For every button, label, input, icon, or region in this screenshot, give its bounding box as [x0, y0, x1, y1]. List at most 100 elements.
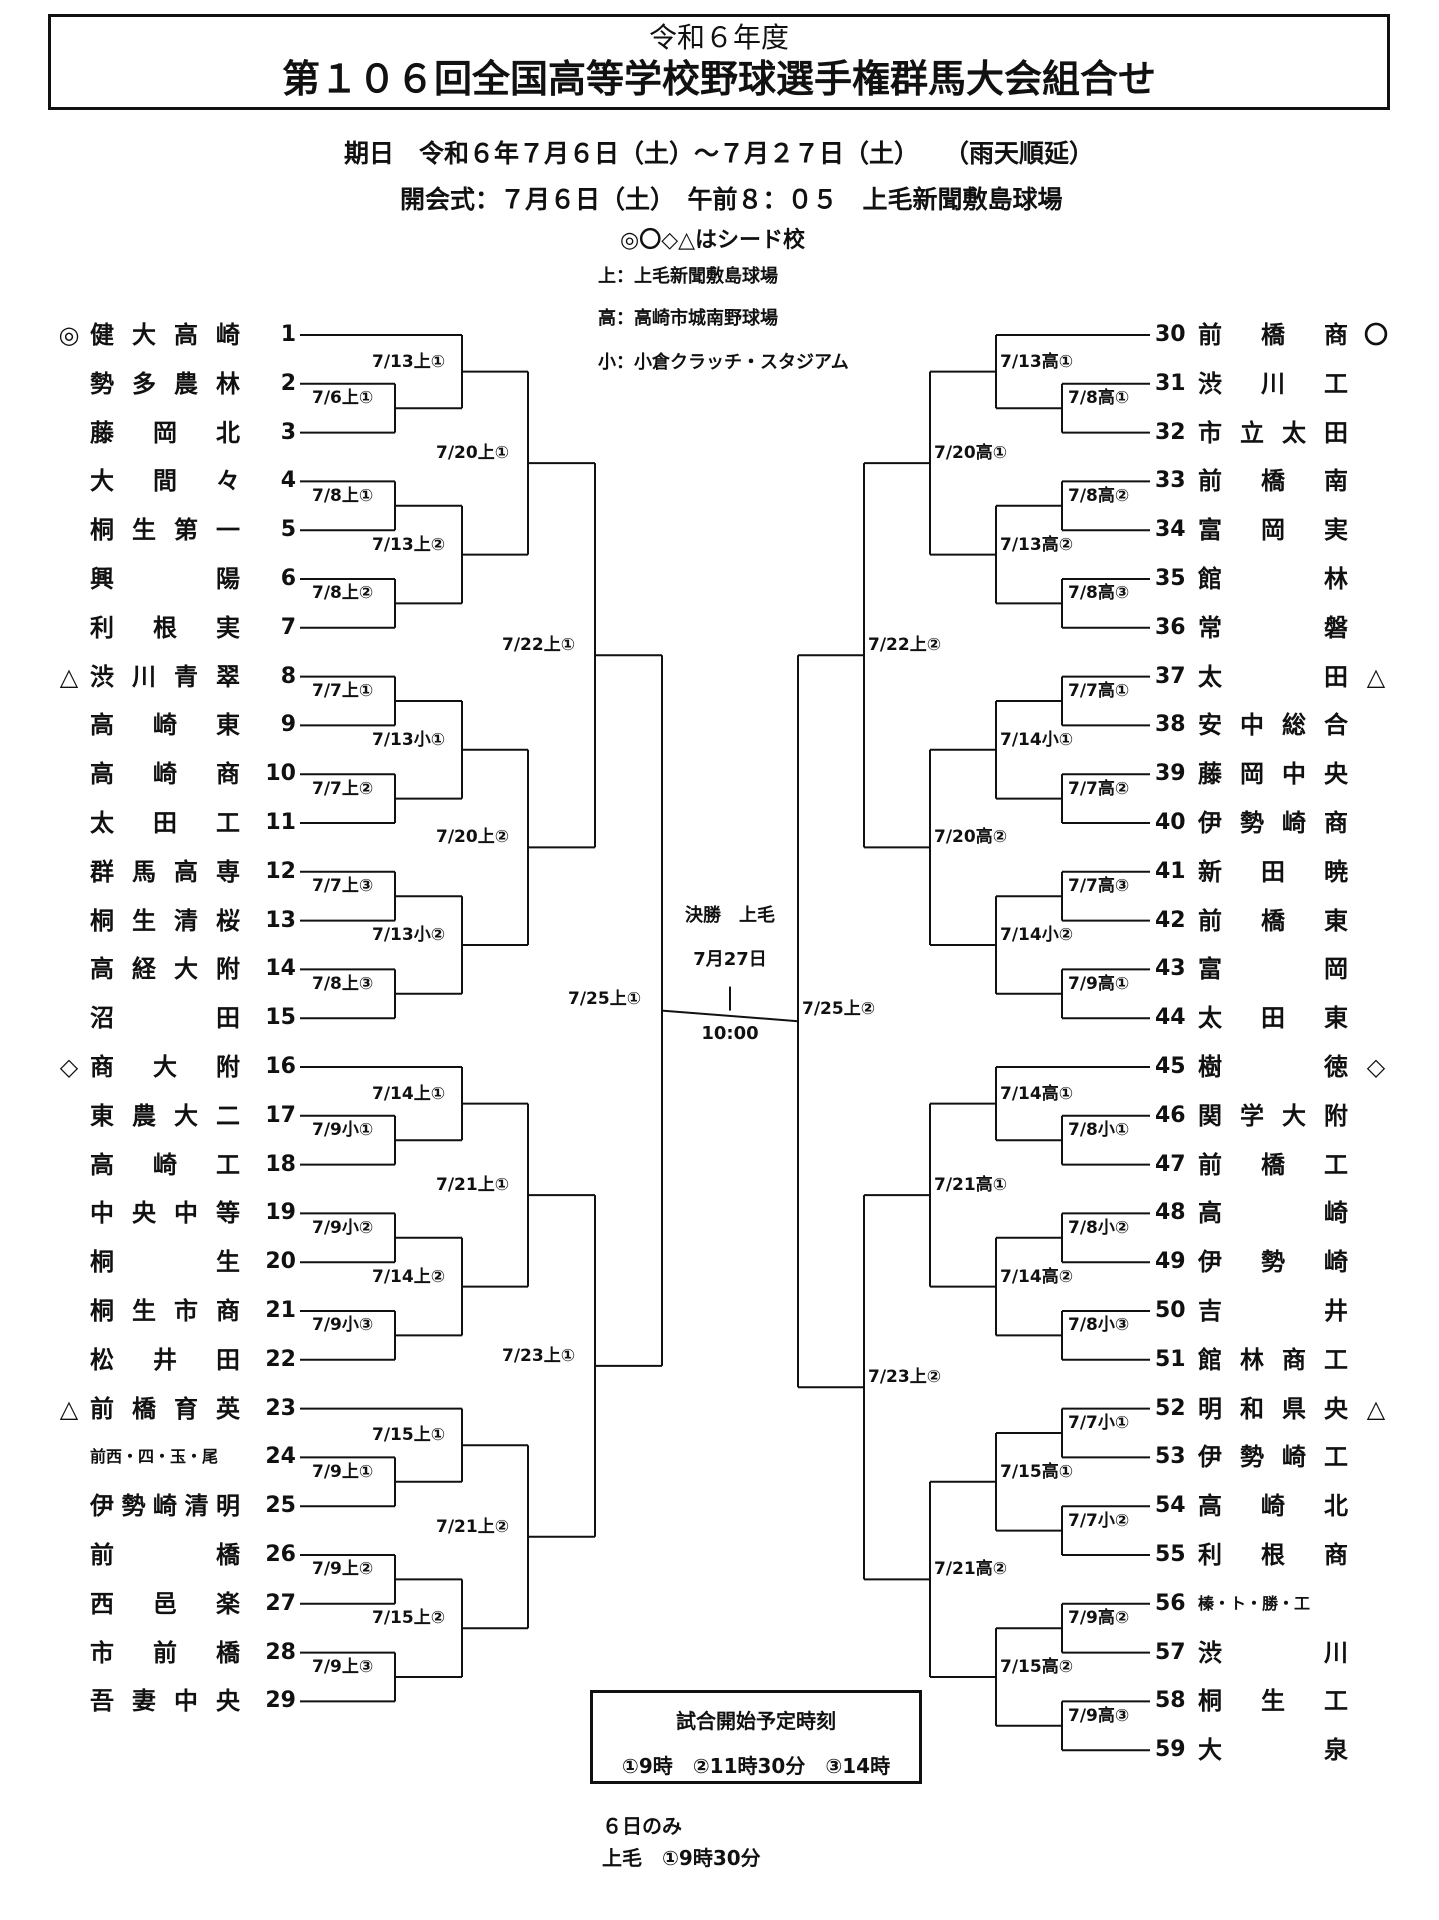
team-name-left: 高崎東	[90, 710, 240, 740]
match-label-r1: 7/8上③	[312, 973, 374, 994]
team-name-right: 前橋工	[1198, 1150, 1348, 1180]
team-name-char: 根	[1261, 1541, 1285, 1569]
seed-mark	[1363, 906, 1389, 936]
page-title: 第１０６回全国高等学校野球選手権群馬大会組合せ	[281, 57, 1156, 101]
team-name-left: 高崎商	[90, 759, 240, 789]
team-name-left: 太田工	[90, 808, 240, 838]
team-number: 44	[1155, 1005, 1186, 1031]
match-label-r1: 7/7上②	[312, 778, 374, 799]
team-name-char: 附	[216, 1053, 240, 1081]
team-name-char: 育	[174, 1394, 198, 1423]
seed-mark: ◇	[1366, 1053, 1386, 1081]
seed-mark	[56, 1345, 82, 1375]
team-name-right: 安中総合	[1198, 710, 1348, 740]
team-number: 35	[1155, 566, 1186, 591]
team-name-left: 前西・四・玉・尾	[90, 1447, 219, 1467]
team-name-right: 常磐	[1198, 613, 1348, 643]
team-number: 20	[265, 1249, 296, 1275]
team-number: 50	[1155, 1298, 1186, 1323]
team-name-char: 高	[90, 711, 114, 740]
team-name-char: 多	[132, 369, 156, 398]
seed-mark	[56, 808, 82, 838]
match-label-r1: 7/7小①	[1068, 1413, 1130, 1433]
team-name-char: 桐	[90, 1248, 114, 1277]
team-number: 4	[280, 468, 296, 494]
match-label-r2: 7/15上②	[372, 1608, 446, 1629]
team-name-left: 勢多農林	[90, 369, 240, 399]
team-name-char: 橋	[216, 1638, 240, 1667]
match-label-r2: 7/13上②	[372, 534, 446, 555]
team-name-char: 中	[90, 1199, 114, 1228]
seed-mark	[1363, 1491, 1389, 1521]
team-name-char: 岡	[153, 418, 177, 447]
team-number: 38	[1155, 712, 1186, 738]
team-number: 1	[280, 322, 296, 347]
team-name-char: 新	[1198, 857, 1222, 886]
match-label-r3: 7/21高①	[934, 1175, 1008, 1196]
team-name-char: 田	[216, 1004, 240, 1033]
seed-mark	[1363, 1198, 1389, 1228]
seed-mark	[56, 710, 82, 740]
team-name-char: 興	[90, 565, 114, 593]
match-label-r4: 7/23上②	[868, 1367, 942, 1388]
team-name-char: 橋	[132, 1394, 156, 1423]
team-name-char: 樹	[1198, 1053, 1222, 1081]
seed-note: ◎〇◇△はシード校	[620, 228, 806, 253]
team-name-char: 中	[1282, 760, 1306, 789]
seed-mark	[1363, 759, 1389, 789]
team-name-left: 利根実	[90, 613, 240, 643]
team-number: 43	[1155, 956, 1186, 982]
team-name-char: 商	[1282, 1345, 1306, 1374]
team-number: 22	[265, 1346, 296, 1372]
seed-mark	[56, 1589, 82, 1619]
team-number: 51	[1155, 1346, 1186, 1372]
team-number: 27	[265, 1590, 296, 1616]
seed-mark	[1363, 1686, 1389, 1716]
team-name-char: 崎	[1324, 1199, 1348, 1228]
team-name-char: 明	[216, 1492, 240, 1521]
team-name-char: 県	[1282, 1394, 1306, 1423]
team-name-char: 太	[90, 809, 114, 837]
team-name-char: 立	[1240, 418, 1264, 447]
team-name-char: 勢	[1261, 1248, 1285, 1277]
match-label-r1: 7/6上①	[312, 388, 374, 409]
team-name-left: 桐生第一	[90, 515, 240, 545]
team-name-char: 前	[1198, 906, 1222, 935]
team-name-char: 富	[1198, 516, 1222, 545]
match-label-r2: 7/14高②	[1000, 1266, 1074, 1287]
team-name-char: 商	[90, 1053, 114, 1081]
team-name-right: 太田	[1198, 662, 1348, 692]
team-name-char: 崎	[153, 1150, 177, 1179]
team-name-left: 前橋育英	[90, 1394, 240, 1424]
team-name-left: 前橋	[90, 1540, 240, 1570]
team-number: 19	[265, 1200, 296, 1226]
team-number: 7	[280, 614, 296, 640]
seed-mark: △	[59, 662, 79, 691]
team-name-char: 商	[1324, 1541, 1348, 1569]
match-label-r1: 7/9高①	[1068, 973, 1130, 994]
team-number: 32	[1155, 419, 1186, 445]
team-name-char: 生	[132, 906, 156, 935]
team-name-char: 崎	[1282, 809, 1306, 837]
venue-legend-ogura: 小：小倉クラッチ・スタジアム	[598, 352, 849, 373]
team-name-char: 北	[216, 418, 240, 447]
team-number: 2	[280, 370, 296, 396]
seed-mark	[1363, 710, 1389, 740]
team-number: 18	[265, 1151, 296, 1177]
team-name-right: 市立太田	[1198, 418, 1348, 448]
seed-mark	[1363, 418, 1389, 448]
team-name-char: 井	[153, 1345, 177, 1374]
team-name-char: 林	[1240, 1345, 1264, 1374]
start-time-box: 試合開始予定時刻 ①9時 ②11時30分 ③14時	[590, 1690, 922, 1784]
team-number: 30	[1155, 322, 1186, 347]
match-label-r3: 7/20上②	[436, 827, 510, 848]
team-name-char: 富	[1198, 955, 1222, 984]
team-name-char: 田	[1324, 418, 1348, 447]
team-number: 47	[1155, 1151, 1186, 1177]
team-name-char: 経	[132, 955, 156, 984]
team-name-char: 陽	[216, 565, 240, 593]
team-name-char: 中	[1240, 711, 1264, 740]
team-name-char: 翠	[216, 662, 240, 691]
match-label-sf-left: 7/25上①	[568, 988, 642, 1009]
